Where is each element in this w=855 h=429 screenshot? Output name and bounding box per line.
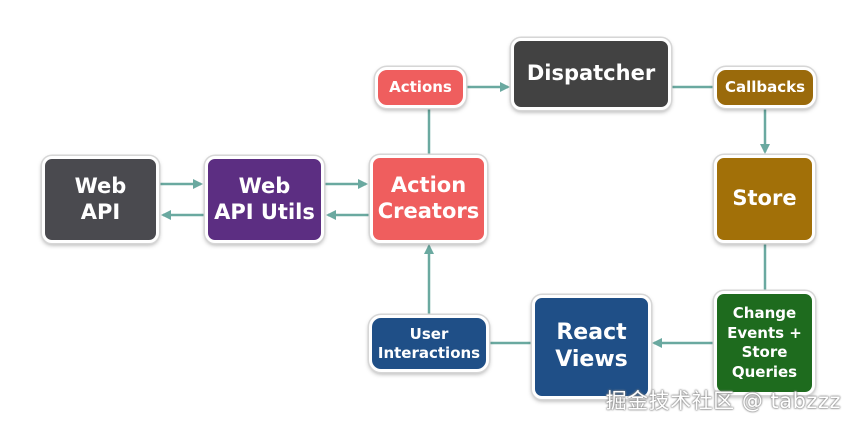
node-actions: Actions — [375, 67, 466, 108]
node-dispatcher: Dispatcher — [511, 38, 671, 110]
node-react-views: React Views — [532, 295, 651, 399]
node-callbacks: Callbacks — [714, 67, 816, 108]
node-web-api: Web API — [42, 156, 159, 243]
watermark: 掘金技术社区 @ tabzzz — [605, 389, 841, 413]
node-web-api-utils: Web API Utils — [205, 156, 324, 243]
node-store: Store — [714, 155, 815, 243]
node-user-interactions: User Interactions — [369, 315, 489, 372]
node-change-events: Change Events + Store Queries — [714, 291, 815, 395]
node-action-creators: Action Creators — [370, 155, 487, 243]
